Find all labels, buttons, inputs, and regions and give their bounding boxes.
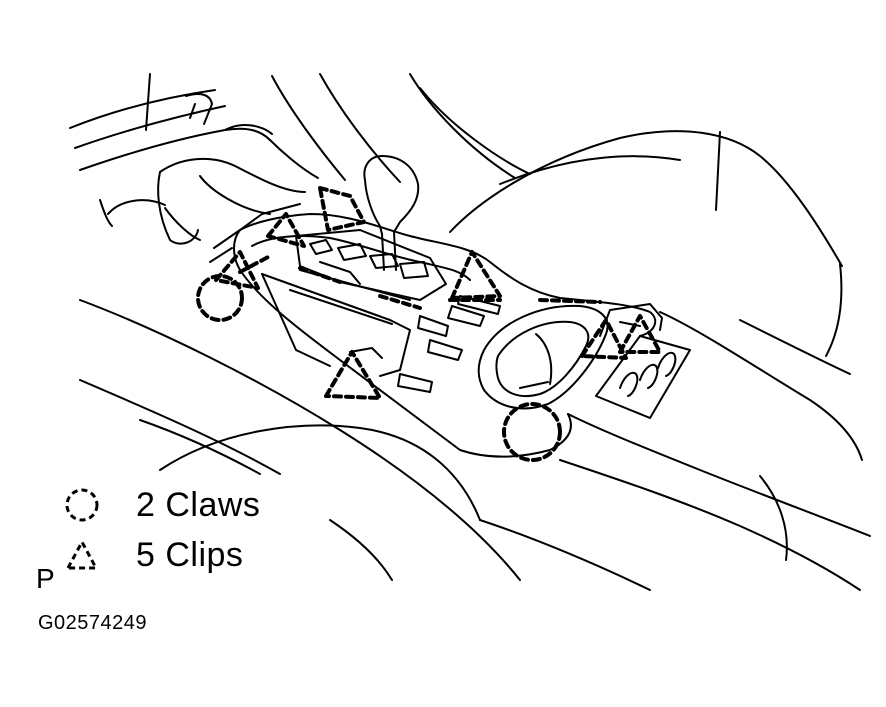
clip-marker-mid xyxy=(450,250,502,300)
figure-code: G02574249 xyxy=(38,612,148,634)
clip-marker-upper xyxy=(266,212,306,248)
front-cup-holder xyxy=(99,157,306,263)
clip-marker-right xyxy=(580,318,628,360)
legend-claws: 2 Claws xyxy=(62,486,260,524)
shift-gate xyxy=(295,229,447,301)
legend-clips-label: 5 Clips xyxy=(136,536,244,574)
view-marker: P xyxy=(36,563,55,594)
fastener-markers xyxy=(196,186,662,462)
dashed-circle-icon xyxy=(65,488,99,522)
dashed-triangle-icon xyxy=(65,538,99,570)
legend-claws-label: 2 Claws xyxy=(136,486,261,524)
claw-marker-right xyxy=(502,402,562,462)
legend-clips: 5 Clips xyxy=(62,536,243,574)
clip-marker-top-left xyxy=(318,186,366,232)
clip-marker-bottom xyxy=(324,350,382,400)
clip-marker-far-right xyxy=(618,314,662,354)
rear-cup-holder xyxy=(477,304,609,410)
clip-marker-left xyxy=(214,250,260,290)
dashboard-outline xyxy=(69,73,531,183)
seats-outline xyxy=(79,130,871,591)
panel-dashed-outline xyxy=(238,254,602,310)
